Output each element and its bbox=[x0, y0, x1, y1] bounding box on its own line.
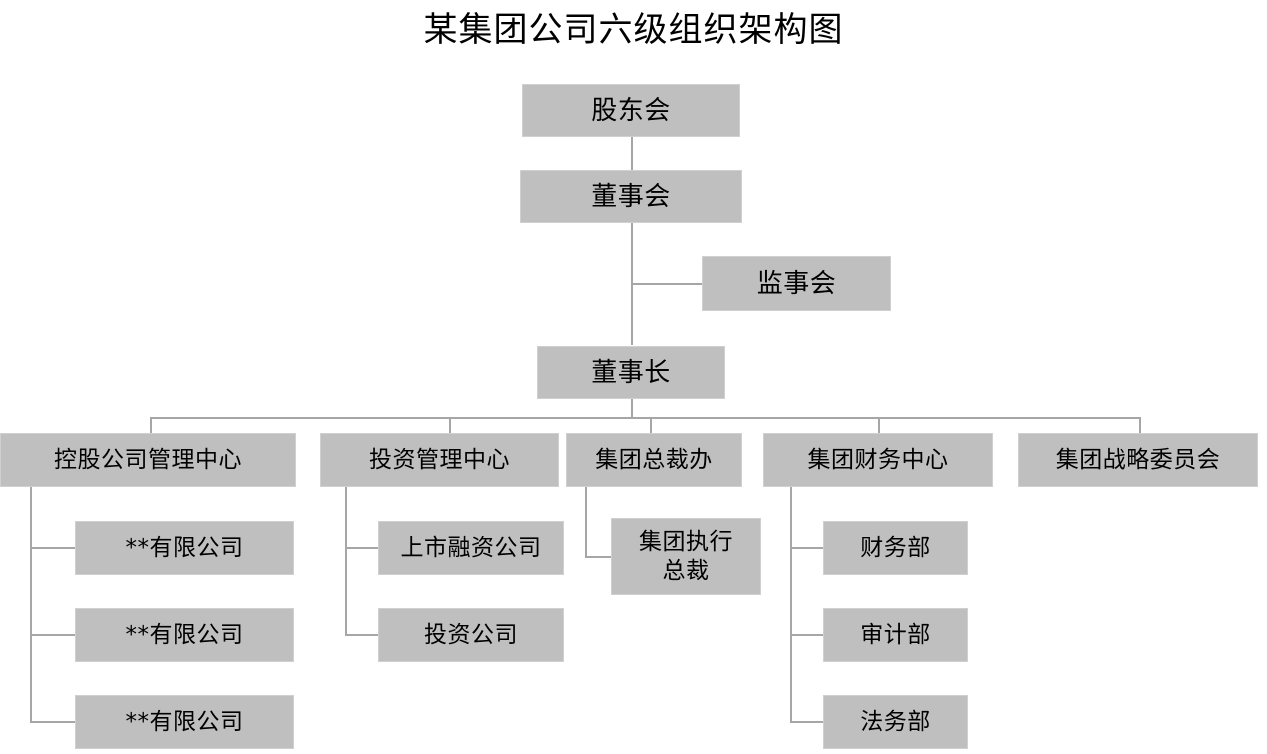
node-board[interactable]: 董事会 bbox=[520, 170, 742, 223]
connector-finance-center-to-legal-dept bbox=[790, 721, 824, 723]
connector-shareholders-to-board bbox=[631, 136, 633, 170]
connector-bus-to-holding-center bbox=[150, 417, 152, 433]
node-legal-dept[interactable]: 法务部 bbox=[823, 695, 968, 749]
connector-chairman-drop bbox=[631, 399, 633, 418]
node-investment-co[interactable]: 投资公司 bbox=[378, 608, 564, 662]
node-president-office[interactable]: 集团总裁办 bbox=[566, 433, 742, 487]
connector-president-office-trunk bbox=[585, 487, 587, 558]
node-shareholders[interactable]: 股东会 bbox=[522, 84, 740, 137]
page-title: 某集团公司六级组织架构图 bbox=[423, 10, 844, 50]
node-audit-dept[interactable]: 审计部 bbox=[823, 608, 968, 662]
connector-bus-to-president-office bbox=[650, 417, 652, 433]
node-chairman[interactable]: 董事长 bbox=[537, 346, 725, 399]
node-listed-finance-co[interactable]: 上市融资公司 bbox=[378, 521, 564, 575]
node-investment-center[interactable]: 投资管理中心 bbox=[320, 433, 559, 487]
connector-finance-center-trunk bbox=[790, 487, 792, 722]
node-finance-dept[interactable]: 财务部 bbox=[823, 521, 968, 575]
node-supervisors[interactable]: 监事会 bbox=[702, 256, 891, 311]
connector-level4-bus bbox=[150, 417, 1141, 419]
node-holding-center[interactable]: 控股公司管理中心 bbox=[0, 433, 296, 487]
connector-bus-to-investment-center bbox=[449, 417, 451, 433]
connector-bus-to-finance-center bbox=[878, 417, 880, 433]
connector-holding-center-to-sub-3 bbox=[30, 721, 76, 723]
connector-finance-center-to-audit-dept bbox=[790, 634, 824, 636]
node-holding-sub-3[interactable]: **有限公司 bbox=[75, 695, 294, 749]
connector-president-office-to-executive-president bbox=[585, 556, 612, 558]
node-finance-center[interactable]: 集团财务中心 bbox=[763, 433, 993, 487]
connector-investment-center-to-investment-co bbox=[345, 634, 379, 636]
connector-holding-center-to-sub-2 bbox=[30, 634, 76, 636]
node-executive-president[interactable]: 集团执行 总裁 bbox=[611, 518, 761, 595]
node-strategy-committee[interactable]: 集团战略委员会 bbox=[1018, 433, 1258, 487]
node-holding-sub-1[interactable]: **有限公司 bbox=[75, 521, 294, 575]
connector-investment-center-to-listed-finance-co bbox=[345, 547, 379, 549]
connector-holding-center-to-sub-1 bbox=[30, 547, 76, 549]
connector-bus-to-strategy-committee bbox=[1139, 417, 1141, 433]
connector-board-to-supervisors bbox=[631, 283, 703, 285]
node-holding-sub-2[interactable]: **有限公司 bbox=[75, 608, 294, 662]
connector-holding-center-trunk bbox=[30, 487, 32, 722]
connector-investment-center-trunk bbox=[345, 487, 347, 635]
connector-finance-center-to-finance-dept bbox=[790, 547, 824, 549]
